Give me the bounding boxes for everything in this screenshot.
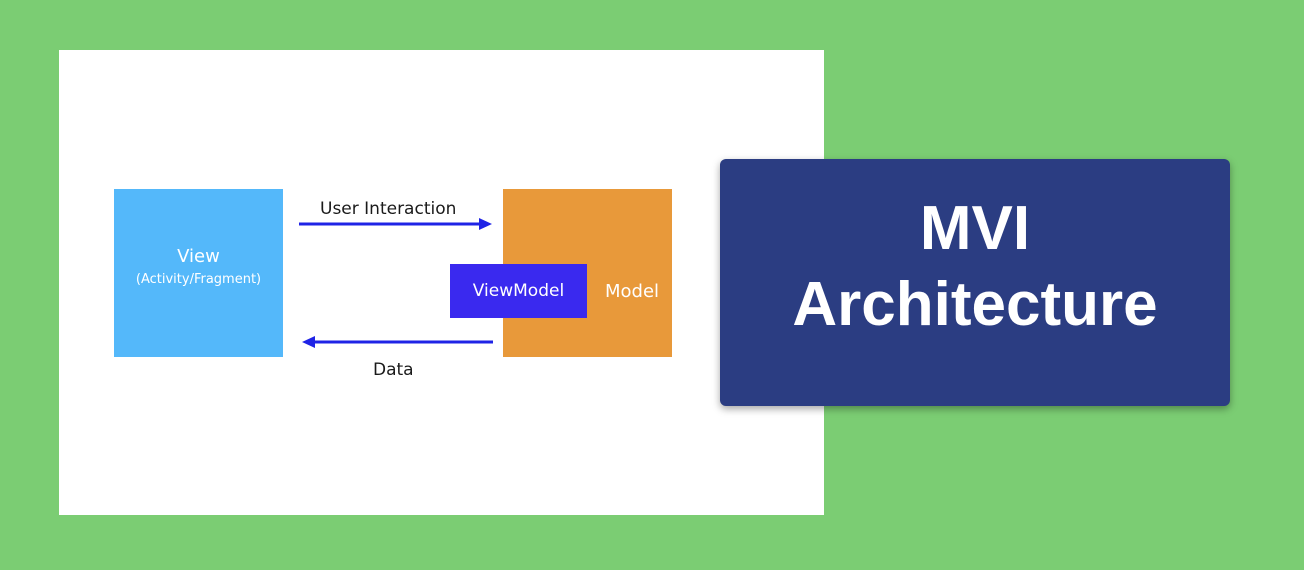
user-interaction-label: User Interaction	[320, 199, 457, 219]
viewmodel-label: ViewModel	[472, 281, 565, 301]
model-label: Model	[605, 281, 660, 302]
data-label: Data	[373, 360, 414, 380]
view-subtitle: (Activity/Fragment)	[135, 272, 262, 287]
view-title: View	[177, 246, 220, 267]
viewmodel-box: ViewModel	[450, 264, 587, 318]
diagram-canvas: View (Activity/Fragment) User Interactio…	[59, 50, 824, 515]
view-box: View (Activity/Fragment)	[114, 189, 283, 357]
banner-title-line2: Architecture	[792, 270, 1158, 339]
title-banner: MVI Architecture	[720, 159, 1230, 406]
banner-title-line1: MVI	[919, 194, 1031, 263]
data-arrow	[302, 336, 493, 348]
user-interaction-arrow	[299, 218, 492, 230]
